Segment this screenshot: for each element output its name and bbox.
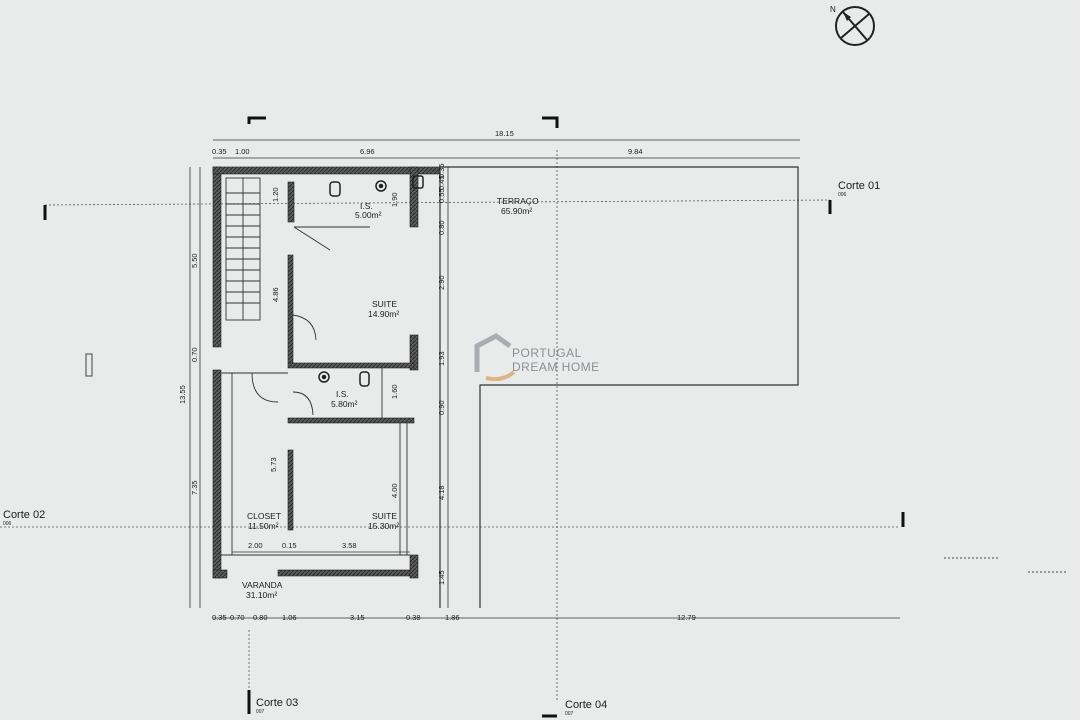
dim-v-a: 0.35 — [437, 163, 446, 178]
corte-02-sub: 006 — [3, 521, 12, 527]
dim-left-upper: 5.50 — [190, 253, 199, 268]
dim-v-h: 4.18 — [437, 485, 446, 500]
dim-closet-h: 5.73 — [269, 457, 278, 472]
is-mid-name: I.S. — [336, 389, 349, 399]
closet-area: 11.50m² — [248, 521, 279, 531]
corte-01-label: Corte 01 — [838, 180, 880, 192]
dim-is-top-h: 1.90 — [390, 192, 399, 207]
dim-bot-f: 0.38 — [406, 613, 421, 622]
varanda-name: VARANDA — [242, 580, 283, 590]
dim-left-total: 13.55 — [178, 385, 187, 404]
suite-bottom-area: 15.30m² — [368, 521, 399, 531]
dim-v-g: 0.90 — [437, 400, 446, 415]
is-top-area: 5.00m² — [355, 210, 382, 220]
dim-v-i: 1.45 — [437, 570, 446, 585]
suite-bottom-name: SUITE — [372, 511, 397, 521]
dim-bot-a: 0.35 — [212, 613, 227, 622]
dim-overall: 18.15 — [495, 129, 514, 138]
house-logo-icon — [474, 333, 516, 382]
suite-top-name: SUITE — [372, 299, 397, 309]
dim-is-mid-h: 1.60 — [390, 384, 399, 399]
dim-left-lower: 7.35 — [190, 480, 199, 495]
section-markers — [43, 116, 905, 718]
dim-v-d: 0.80 — [437, 220, 446, 235]
dim-v-b: 0.45 — [437, 175, 446, 190]
corte-01-sub: 006 — [838, 192, 847, 198]
dimension-labels: 18.15 0.35 1.00 6.96 9.84 13.55 5.50 0.7… — [178, 129, 696, 622]
dim-bot-c: 0.80 — [253, 613, 268, 622]
dim-is-w: 1.20 — [271, 187, 280, 202]
dim-top-a: 0.35 — [212, 147, 227, 156]
dim-bot-g: 1.86 — [445, 613, 460, 622]
dim-stair: 4.86 — [271, 287, 280, 302]
dim-v-e: 2.90 — [437, 275, 446, 290]
section-labels: Corte 01 006 Corte 02 006 Corte 03 007 C… — [3, 180, 880, 717]
watermark-line2: DREAM HOME — [512, 360, 600, 374]
section-lines — [0, 150, 900, 700]
misc-marks — [85, 353, 1068, 573]
dim-bot-h: 12.79 — [677, 613, 696, 622]
dim-inner-a: 2.00 — [248, 541, 263, 550]
terraco-area: 65.90m² — [501, 206, 532, 216]
dim-top-b: 1.00 — [235, 147, 250, 156]
dim-top-d: 9.84 — [628, 147, 643, 156]
dim-suite-h: 4.00 — [390, 483, 399, 498]
north-label: N — [830, 5, 836, 14]
suite-top-area: 14.90m² — [368, 309, 399, 319]
terraco-name: TERRAÇO — [497, 196, 539, 206]
corte-04-label: Corte 04 — [565, 699, 607, 711]
dim-v-f: 1.93 — [437, 351, 446, 366]
is-mid-area: 5.80m² — [331, 399, 358, 409]
dim-top-c: 6.96 — [360, 147, 375, 156]
dimension-lines — [189, 139, 900, 619]
corte-04-sub: 007 — [565, 711, 574, 717]
interior-lines — [221, 177, 410, 556]
dim-v-c: 0.55 — [437, 188, 446, 203]
north-arrow-icon: N — [830, 5, 875, 46]
closet-name: CLOSET — [247, 511, 281, 521]
dim-inner-c: 3.58 — [342, 541, 357, 550]
corte-03-sub: 007 — [256, 709, 265, 715]
corte-03-label: Corte 03 — [256, 697, 298, 709]
dim-inner-b: 0.15 — [282, 541, 297, 550]
watermark-line1: PORTUGAL — [512, 346, 582, 360]
dim-bot-b: 0.70 — [230, 613, 245, 622]
corte-02-label: Corte 02 — [3, 509, 45, 521]
dim-bot-e: 3.15 — [350, 613, 365, 622]
dim-left-mid: 0.70 — [190, 347, 199, 362]
terrace-outline — [439, 166, 799, 608]
toilet-icon — [318, 175, 424, 387]
dim-bot-d: 1.06 — [282, 613, 297, 622]
is-top-name: I.S. — [360, 201, 373, 211]
room-labels: TERRAÇO 65.90m² I.S. 5.00m² SUITE 14.90m… — [242, 196, 539, 600]
varanda-area: 31.10m² — [246, 590, 277, 600]
watermark: PORTUGAL DREAM HOME — [474, 333, 600, 382]
walls — [212, 166, 441, 579]
